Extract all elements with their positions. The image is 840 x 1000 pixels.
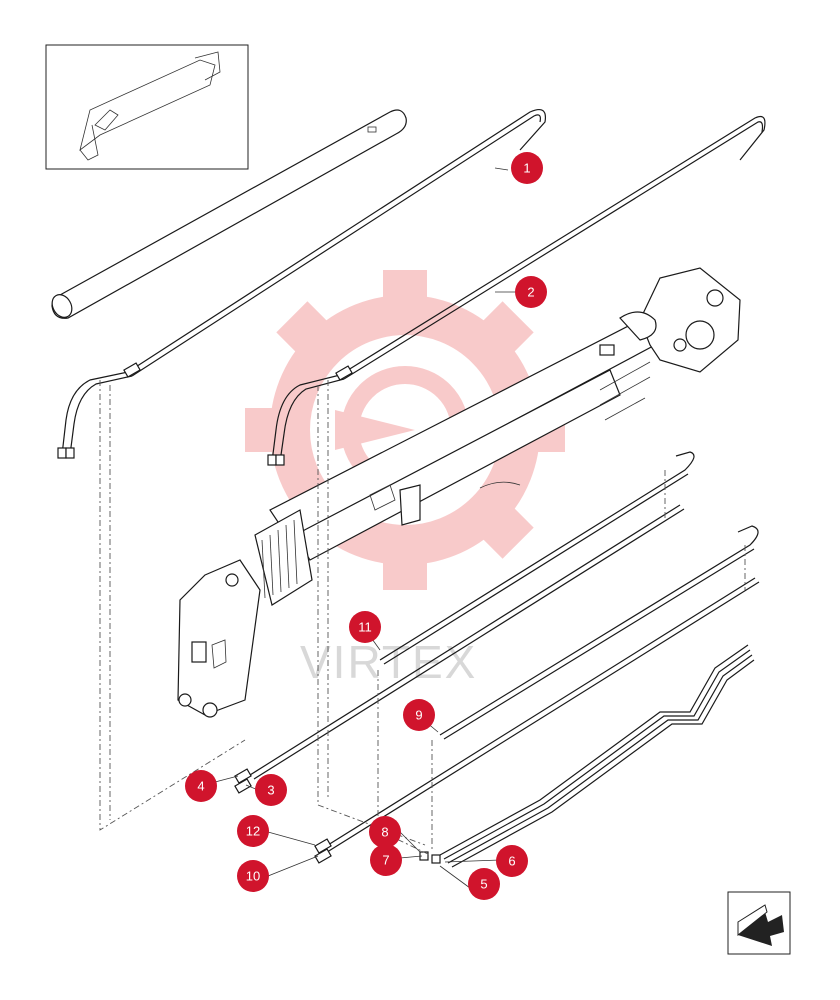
callout-1-label: 1 <box>523 161 530 176</box>
callout-7-label: 7 <box>382 853 389 868</box>
leader-lines <box>214 167 515 889</box>
callout-4[interactable]: 4 <box>185 770 217 802</box>
callout-6-label: 6 <box>508 854 515 869</box>
callout-2-label: 2 <box>527 285 534 300</box>
hose-line-1 <box>57 109 547 459</box>
callout-9-label: 9 <box>415 708 422 723</box>
callout-6[interactable]: 6 <box>496 845 528 877</box>
rigid-lines <box>234 451 760 868</box>
callout-3-label: 3 <box>267 783 274 798</box>
callout-10[interactable]: 10 <box>237 860 269 892</box>
telescopic-boom <box>177 267 741 718</box>
callout-2[interactable]: 2 <box>515 276 547 308</box>
callout-5-label: 5 <box>480 877 487 892</box>
hose-line-2 <box>267 115 766 466</box>
callout-12-label: 12 <box>246 824 260 839</box>
callout-8[interactable]: 8 <box>369 816 401 848</box>
callout-1[interactable]: 1 <box>511 152 543 184</box>
callout-11[interactable]: 11 <box>349 611 381 643</box>
boom-overview-thumbnail <box>45 44 249 170</box>
callout-8-label: 8 <box>381 825 388 840</box>
tube <box>51 109 407 319</box>
watermark-text: VIRTEX <box>300 636 477 688</box>
callout-3[interactable]: 3 <box>255 774 287 806</box>
callout-11-label: 11 <box>358 620 372 635</box>
callout-7[interactable]: 7 <box>370 844 402 876</box>
callout-12[interactable]: 12 <box>237 815 269 847</box>
callout-4-label: 4 <box>197 779 204 794</box>
callout-10-label: 10 <box>246 869 260 884</box>
next-page-arrow-icon[interactable] <box>727 891 791 955</box>
callout-9[interactable]: 9 <box>403 699 435 731</box>
callout-5[interactable]: 5 <box>468 868 500 900</box>
